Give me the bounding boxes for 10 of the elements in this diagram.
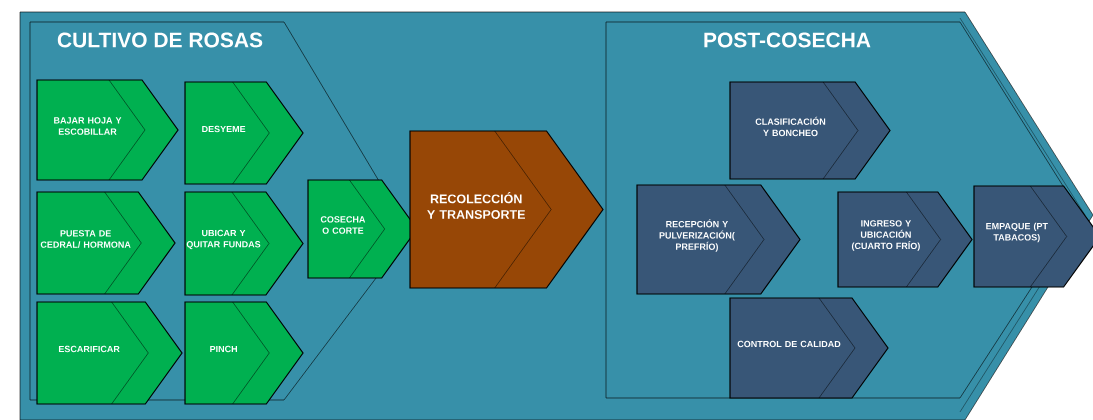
chevron-step: ESCARIFICAR xyxy=(36,301,183,405)
chevron-step: RECEPCIÓN Y PULVERIZACIÓN( PREFRÍO) xyxy=(636,184,801,295)
chevron-step: EMPAQUE (PT TABACOS) xyxy=(973,185,1093,288)
chevron-step: PINCH xyxy=(184,301,304,405)
chevron-step: RECOLECCIÓN Y TRANSPORTE xyxy=(409,130,604,289)
chevron-step: COSECHA O CORTE xyxy=(307,179,418,279)
chevron-step: PUESTA DE CEDRAL/ HORMONA xyxy=(36,191,176,295)
chevron-step: DESYEME xyxy=(184,81,304,185)
chevron-step: UBICAR Y QUITAR FUNDAS xyxy=(184,191,304,296)
chevron-step: BAJAR HOJA Y ESCOBILLAR xyxy=(36,79,179,181)
